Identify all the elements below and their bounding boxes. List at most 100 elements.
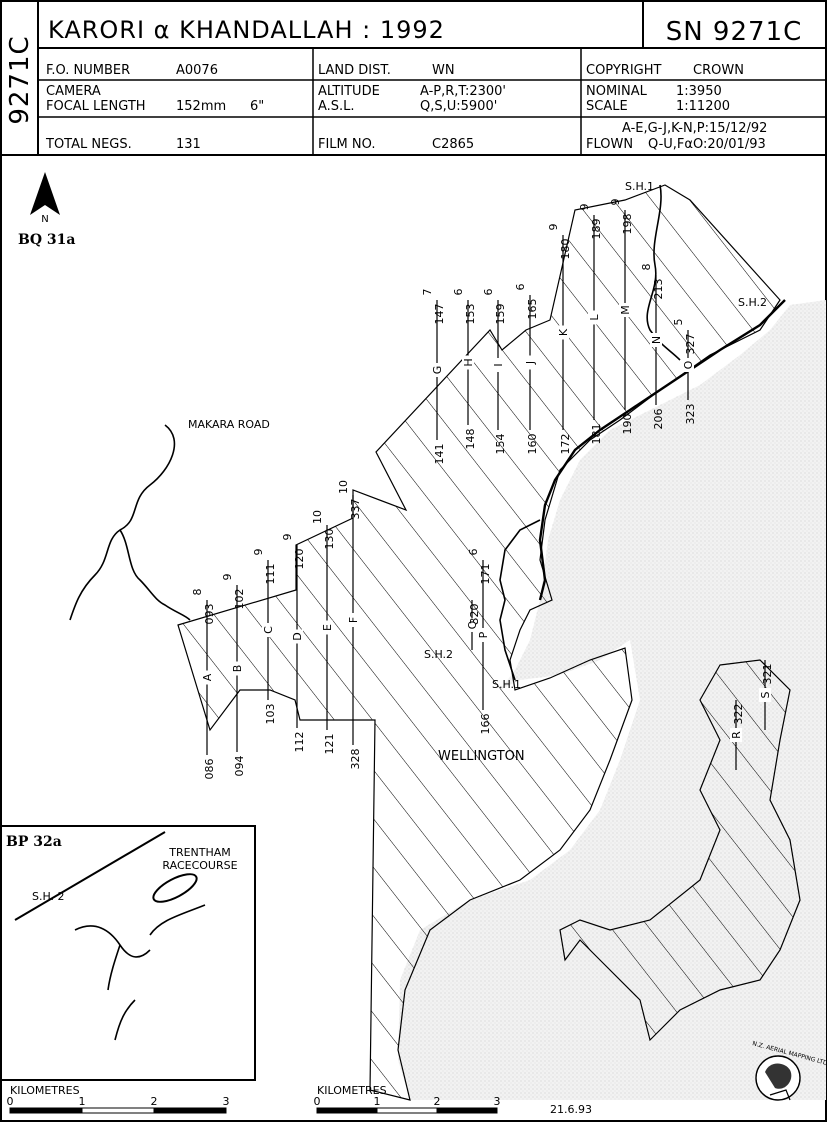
scale-label-inset: KILOMETRES xyxy=(10,1084,80,1097)
run-end-frame: 328 xyxy=(349,749,362,770)
run-end-frame: 181 xyxy=(590,424,603,445)
run-label-j: J xyxy=(524,361,537,365)
run-end-frame: 148 xyxy=(464,429,477,450)
run-start-frame: 102 xyxy=(233,589,246,610)
fo-number-value: A0076 xyxy=(176,63,218,78)
run-label-bg xyxy=(462,355,474,370)
scale-segment xyxy=(81,1107,155,1114)
inset-sh2: S.H. 2 xyxy=(32,890,65,903)
run-label-f: F xyxy=(347,617,360,623)
run-count: 9 xyxy=(221,574,234,581)
run-label-bg xyxy=(759,688,771,702)
run-start-frame: 120 xyxy=(293,549,306,570)
run-label-b: B xyxy=(231,665,244,673)
run-end-frame: 086 xyxy=(203,759,216,780)
run-start-frame: 165 xyxy=(526,299,539,320)
focal-length-label: FOCAL LENGTH xyxy=(46,99,146,114)
run-start-frame: 189 xyxy=(590,219,603,240)
run-count: 8 xyxy=(640,264,653,271)
run-end-frame: 154 xyxy=(494,434,507,455)
total-negs-label: TOTAL NEGS. xyxy=(45,137,132,152)
scale-segment xyxy=(153,1107,227,1114)
nominal-label: NOMINAL xyxy=(586,84,648,99)
run-label-l: L xyxy=(588,314,601,321)
focal-length-in: 6" xyxy=(250,99,264,114)
film-no-value: C2865 xyxy=(432,137,474,152)
run-end-frame: 141 xyxy=(433,444,446,465)
scale-tick: 1 xyxy=(79,1095,86,1108)
run-end-frame: 121 xyxy=(323,734,336,755)
altitude-label: ALTITUDE xyxy=(318,84,380,99)
film-no-label: FILM NO. xyxy=(318,137,375,152)
run-label-bg xyxy=(650,333,662,347)
inset-stream xyxy=(114,999,136,1041)
run-label-i: I xyxy=(492,363,505,366)
run-start-frame: 130 xyxy=(323,529,336,550)
sh2-top-label: S.H.2 xyxy=(738,296,767,309)
run-end-frame: 103 xyxy=(264,704,277,725)
run-label-bg xyxy=(201,670,213,685)
run-label-o: O xyxy=(682,360,695,369)
run-label-bg xyxy=(477,628,489,642)
run-end-frame: 323 xyxy=(684,404,697,425)
scale-label: SCALE xyxy=(586,99,628,114)
run-count: 10 xyxy=(337,480,350,494)
sh1-mid-label: S.H.1 xyxy=(492,678,521,691)
altitude-value-1: A-P,R,T:2300' xyxy=(420,84,506,99)
run-label-m: M xyxy=(619,305,632,315)
coverage-area xyxy=(177,184,781,1101)
run-start-frame: 213 xyxy=(652,279,665,300)
scale-tick: 3 xyxy=(494,1095,501,1108)
run-label-bg xyxy=(730,728,742,742)
run-count: 9 xyxy=(609,199,622,206)
run-label-q: Q xyxy=(466,620,479,629)
run-label-c: C xyxy=(262,626,275,634)
run-label-h: H xyxy=(462,358,475,366)
copyright-value: CROWN xyxy=(693,63,744,78)
north-label: N xyxy=(41,214,48,225)
land-dist-value: WN xyxy=(432,63,455,78)
run-label-s: S xyxy=(759,691,772,698)
run-end-frame: 206 xyxy=(652,409,665,430)
run-count: 9 xyxy=(281,534,294,541)
run-label-bg xyxy=(619,303,631,317)
run-count: 10 xyxy=(311,510,324,524)
scale-segment xyxy=(9,1107,83,1114)
run-label-bg xyxy=(347,613,359,627)
run-label-bg xyxy=(431,363,443,377)
scale-tick: 2 xyxy=(434,1095,441,1108)
sheet-title: KARORI α KHANDALLAH : 1992 xyxy=(48,16,445,44)
state-highway-mid xyxy=(499,519,541,681)
run-end-frame: 166 xyxy=(479,714,492,735)
run-count: 7 xyxy=(421,289,434,296)
run-start-frame: 111 xyxy=(264,564,277,585)
run-start-frame: 327 xyxy=(684,334,697,355)
racecourse-track-icon xyxy=(152,873,198,903)
run-start-frame: 159 xyxy=(494,304,507,325)
run-end-frame: 094 xyxy=(233,756,246,777)
run-start-frame: 147 xyxy=(433,304,446,325)
sheet-number: SN 9271C xyxy=(666,17,803,47)
run-label-k: K xyxy=(557,328,570,336)
run-count: 6 xyxy=(467,549,480,556)
inset-road xyxy=(14,831,166,921)
sh1-top-label: S.H.1 xyxy=(625,180,654,193)
total-negs-value: 131 xyxy=(176,137,201,152)
sh2-mid-label: S.H.2 xyxy=(424,648,453,661)
eastern-headland xyxy=(559,659,801,1042)
run-start-frame: 320 xyxy=(468,604,481,625)
run-count: 9 xyxy=(547,224,560,231)
run-end-frame: 172 xyxy=(559,434,572,455)
side-code: 9271C xyxy=(5,35,35,124)
run-label-bg xyxy=(682,358,694,372)
run-label-d: D xyxy=(291,632,304,640)
state-highway-2-coast xyxy=(538,299,786,601)
run-label-bg xyxy=(321,620,333,635)
camera-label: CAMERA xyxy=(46,84,101,99)
scale-label-main: KILOMETRES xyxy=(317,1084,387,1097)
run-end-frame: 160 xyxy=(526,434,539,455)
run-label-bg xyxy=(557,325,569,340)
map-date: 21.6.93 xyxy=(550,1103,592,1116)
run-label-bg xyxy=(524,355,536,370)
